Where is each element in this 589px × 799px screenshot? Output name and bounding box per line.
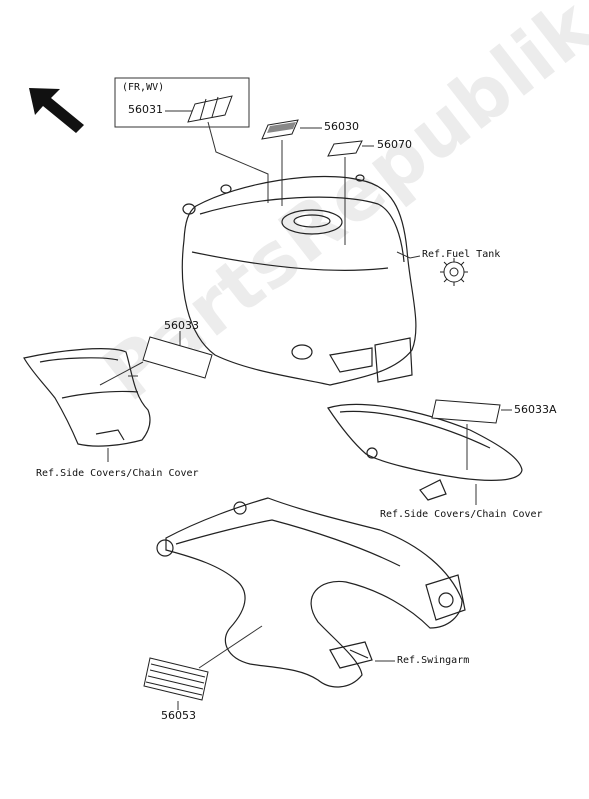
fuel-tank [181, 174, 417, 386]
ref-side-covers-left: Ref.Side Covers/Chain Cover [36, 468, 199, 479]
front-direction-arrow-icon [29, 88, 84, 133]
ref-fuel-tank: Ref.Fuel Tank [422, 249, 501, 260]
decal-56070 [327, 140, 363, 157]
chain-cover [327, 403, 523, 501]
swingarm [156, 497, 466, 688]
gear-icon [440, 258, 468, 286]
left-side-cover [23, 348, 151, 447]
decal-56053 [143, 657, 209, 701]
decal-56033A [431, 399, 501, 424]
part-number-56030: 56030 [324, 120, 359, 133]
decal-56033 [142, 336, 213, 379]
part-number-56033: 56033 [164, 319, 199, 332]
ref-side-covers-right: Ref.Side Covers/Chain Cover [380, 509, 543, 520]
part-number-56031: 56031 [128, 103, 163, 116]
ref-swingarm: Ref.Swingarm [397, 655, 470, 666]
decal-56030 [261, 119, 299, 140]
part-number-56033A: 56033A [514, 403, 557, 416]
decal-56031 [187, 95, 233, 123]
part-number-56070: 56070 [377, 138, 412, 151]
variant-label: (FR,WV) [122, 82, 165, 93]
part-number-56053: 56053 [161, 709, 196, 722]
variant-box [114, 77, 250, 128]
